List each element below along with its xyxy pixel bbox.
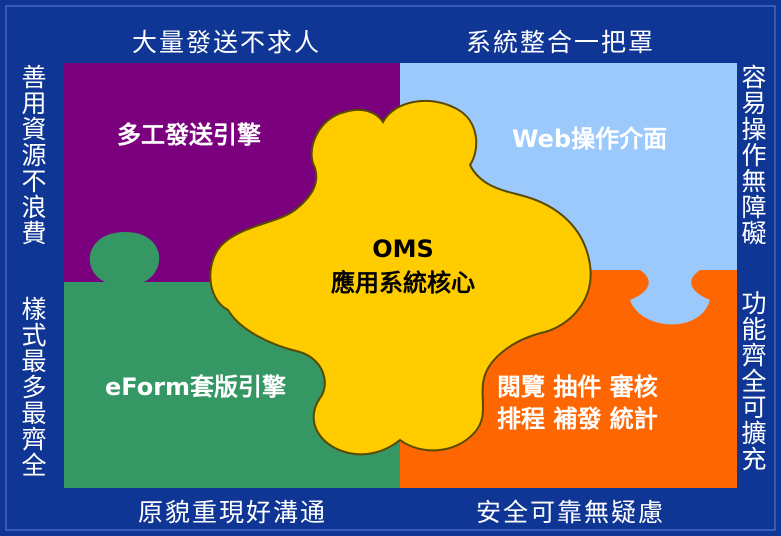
edge-left-bottom: 樣式最多最齊全 <box>18 296 47 478</box>
knob-top-right <box>630 270 710 325</box>
label-bottom-left-piece: eForm套版引擎 <box>105 373 287 401</box>
inner-border <box>5 5 776 531</box>
edge-left-top: 善用資源不浪費 <box>18 64 47 246</box>
edge-bottom-left: 原貌重現好溝通 <box>138 498 328 527</box>
label-bottom-right-line1: 閱覽 抽件 審核 <box>497 373 658 401</box>
core-subtitle: 應用系統核心 <box>331 269 475 297</box>
edge-right-top: 容易操作無障礙 <box>738 64 767 246</box>
label-bottom-right-line2: 排程 補發 統計 <box>497 405 658 433</box>
label-top-left-piece: 多工發送引擎 <box>117 121 261 149</box>
label-top-right-piece: Web操作介面 <box>512 125 668 153</box>
edge-bottom-right: 安全可靠無疑慮 <box>476 498 666 527</box>
edge-top-left: 大量發送不求人 <box>132 28 322 57</box>
piece-center <box>209 99 592 456</box>
edge-top-right: 系統整合一把罩 <box>466 28 656 57</box>
core-title: OMS <box>372 235 434 263</box>
edge-right-bottom: 功能齊全可擴充 <box>738 290 767 472</box>
